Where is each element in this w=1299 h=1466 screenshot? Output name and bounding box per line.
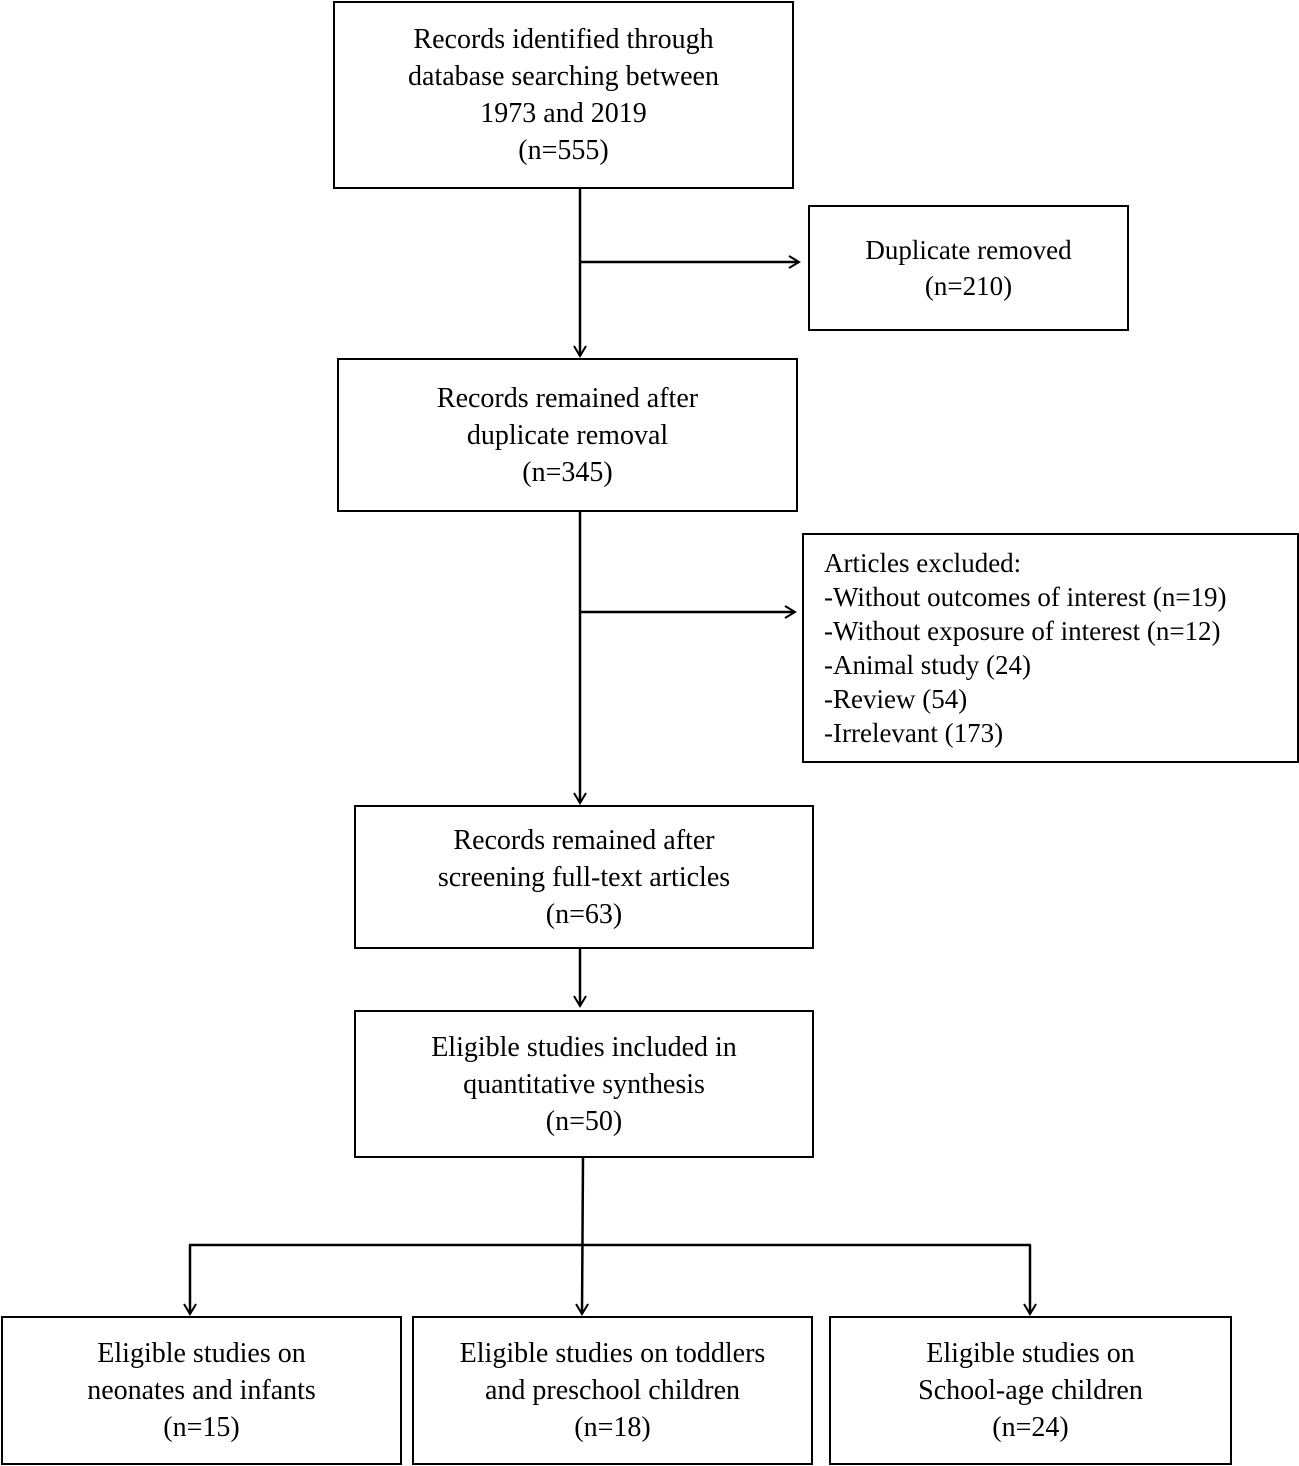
box-text: Eligible studies on toddlers: [459, 1338, 766, 1369]
studies-included-box: Eligible studies included in quantitativ…: [354, 1010, 814, 1158]
box-text: duplicate removal: [466, 419, 669, 451]
box-text: quantitative synthesis: [463, 1068, 705, 1100]
box-text: Eligible studies included in: [431, 1031, 737, 1063]
box-text: Eligible studies on: [97, 1338, 306, 1369]
box-count: (n=63): [545, 898, 623, 930]
box-count: (n=15): [163, 1412, 240, 1443]
exclusion-item: -Without outcomes of interest (n=19): [824, 582, 1227, 612]
box-text: Eligible studies on: [926, 1338, 1135, 1369]
box-heading: Articles excluded:: [824, 548, 1022, 578]
box-text: Duplicate removed: [865, 235, 1072, 265]
exclusion-item: -Irrelevant (173): [824, 718, 1004, 748]
exclusion-item: -Without exposure of interest (n=12): [824, 616, 1221, 646]
box-count: (n=18): [574, 1412, 651, 1443]
box-text: Records identified through: [413, 24, 714, 55]
box-text: neonates and infants: [87, 1375, 316, 1406]
neonates-infants-box: Eligible studies on neonates and infants…: [1, 1316, 402, 1465]
box-text: Records remained after: [453, 824, 715, 856]
box-count: (n=210): [924, 271, 1013, 301]
box-text: 1973 and 2019: [480, 98, 647, 129]
articles-excluded-box: Articles excluded: -Without outcomes of …: [802, 533, 1299, 763]
toddlers-preschool-box: Eligible studies on toddlers and prescho…: [412, 1316, 813, 1465]
exclusion-item: -Animal study (24): [824, 650, 1031, 680]
box-text: Records remained after: [436, 382, 699, 414]
box-count: (n=345): [522, 456, 613, 488]
records-identified-box: Records identified through database sear…: [333, 1, 794, 189]
box-text: and preschool children: [484, 1375, 741, 1406]
exclusion-item: -Review (54): [824, 684, 968, 714]
records-after-duplicates-box: Records remained after duplicate removal…: [337, 358, 798, 512]
duplicates-removed-box: Duplicate removed (n=210): [808, 205, 1129, 331]
box-count: (n=50): [545, 1105, 623, 1137]
arrow-included-to-toddlers: [575, 1156, 589, 1316]
box-text: database searching between: [408, 61, 719, 92]
records-after-screening-box: Records remained after screening full-te…: [354, 805, 814, 949]
school-age-box: Eligible studies on School-age children …: [829, 1316, 1232, 1465]
box-text: School-age children: [918, 1375, 1143, 1406]
box-count: (n=24): [992, 1412, 1069, 1443]
box-count: (n=555): [518, 135, 609, 166]
box-text: screening full-text articles: [437, 861, 731, 893]
